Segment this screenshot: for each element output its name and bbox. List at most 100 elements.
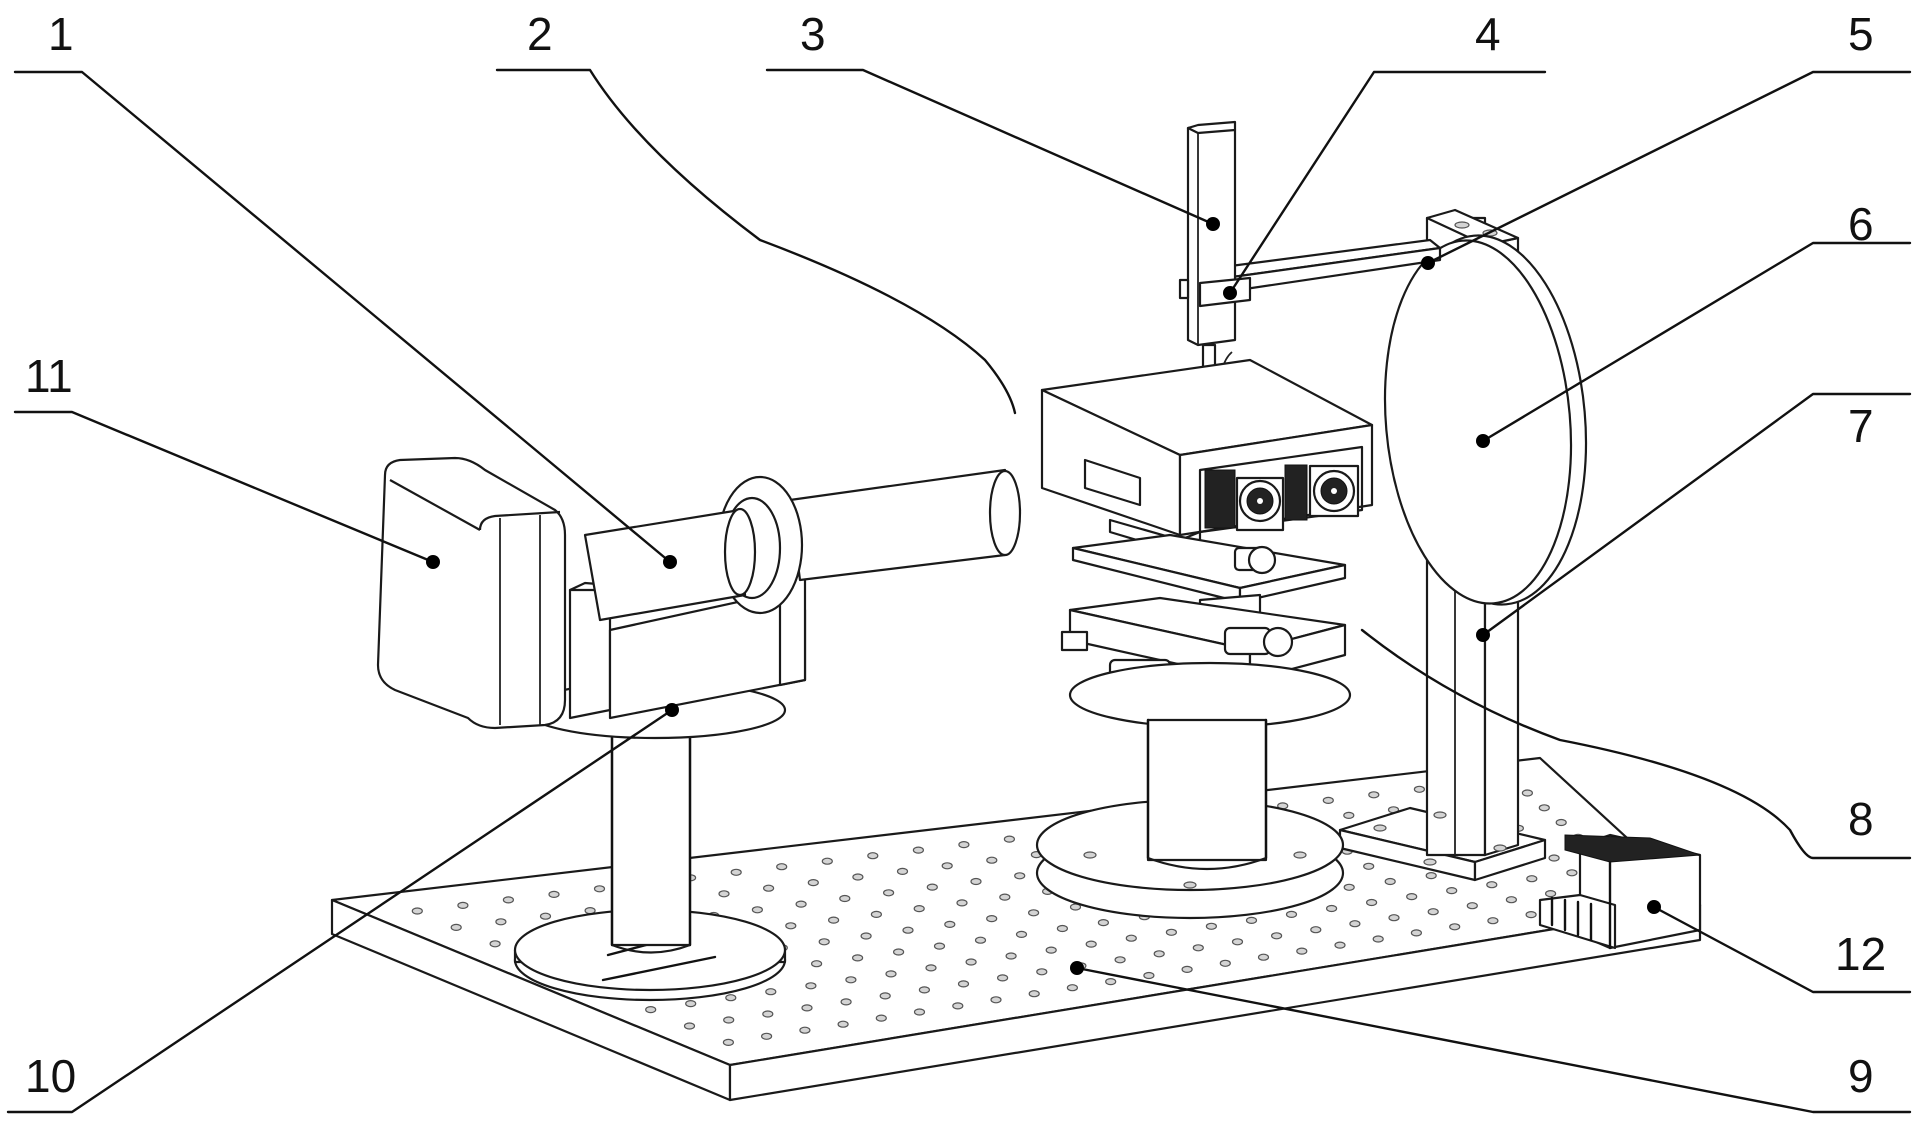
breadboard-hole (1085, 940, 1097, 948)
breadboard-hole (1296, 947, 1308, 955)
breadboard-hole (885, 970, 897, 978)
breadboard-hole (1143, 971, 1155, 980)
breadboard-hole (1056, 924, 1069, 933)
leader-dot-1 (663, 555, 677, 569)
left-pillar (513, 703, 787, 1002)
leader-10 (6, 708, 674, 1114)
light-source-body (376, 456, 567, 730)
leader-3 (765, 68, 1215, 226)
breadboard-hole (1521, 789, 1534, 797)
breadboard-hole (1192, 944, 1204, 952)
breadboard-hole (685, 999, 697, 1008)
breadboard-hole (1181, 965, 1193, 974)
breadboard-hole (722, 1038, 735, 1047)
breadboard-hole (965, 958, 977, 966)
breadboard-hole (986, 856, 998, 864)
breadboard-hole (1003, 835, 1016, 843)
controller-box (1538, 833, 1702, 950)
leader-9 (1075, 966, 1912, 1114)
breadboard-hole (1368, 791, 1380, 799)
callout-label-1: 1 (48, 8, 74, 60)
breadboard-hole (683, 1022, 696, 1030)
breadboard-hole (762, 884, 775, 892)
xyz-translation-stage (1060, 533, 1352, 729)
breadboard-hole (645, 1005, 657, 1014)
breadboard-hole (1555, 818, 1567, 827)
breadboard-hole (970, 877, 982, 886)
breadboard-hole (502, 896, 514, 904)
leader-dot-6 (1476, 434, 1490, 448)
breadboard-hole (882, 889, 895, 897)
leader-dot-4 (1223, 286, 1237, 300)
breadboard-hole (457, 901, 469, 910)
callout-label-5: 5 (1848, 8, 1874, 60)
breadboard-hole (839, 894, 851, 903)
breadboard-hole (913, 904, 925, 913)
breadboard-hole (495, 918, 507, 926)
breadboard-hole (1285, 910, 1298, 919)
breadboard-hole (879, 992, 891, 1000)
breadboard-hole (1343, 883, 1355, 891)
leader-6 (1481, 241, 1912, 443)
callout-label-11: 11 (25, 350, 73, 402)
breadboard-hole (941, 862, 953, 870)
breadboard-hole (807, 878, 819, 887)
leader-2 (495, 68, 1017, 415)
breadboard-hole (1487, 917, 1499, 925)
leader-5 (1426, 70, 1912, 265)
breadboard-hole (1548, 854, 1560, 862)
breadboard-hole (1446, 886, 1458, 895)
breadboard-hole (1097, 918, 1110, 927)
breadboard-hole (996, 974, 1009, 982)
breadboard-hole (818, 938, 830, 946)
callout-label-8: 8 (1848, 793, 1874, 845)
breadboard-hole (1005, 952, 1017, 960)
breadboard-hole (801, 1004, 813, 1012)
micrometer-knob (1262, 626, 1294, 658)
callout-label-7: 7 (1848, 400, 1874, 452)
breadboard-hole (952, 1002, 964, 1010)
breadboard-hole (1384, 877, 1396, 886)
breadboard-hole (1544, 889, 1557, 898)
callout-label-4: 4 (1475, 8, 1501, 60)
callout-label-9: 9 (1848, 1050, 1874, 1102)
breadboard-hole (860, 932, 872, 940)
breadboard-hole (1343, 811, 1355, 820)
leader-dot-3 (1206, 217, 1220, 231)
breadboard-hole (1125, 934, 1137, 942)
breadboard-hole (1310, 926, 1322, 934)
breadboard-hole (1114, 956, 1126, 964)
callout-label-10: 10 (25, 1050, 76, 1102)
breadboard-hole (1526, 875, 1538, 883)
breadboard-hole (1270, 932, 1283, 940)
callout-label-3: 3 (800, 8, 826, 60)
breadboard-hole (1410, 929, 1423, 937)
breadboard-hole (1205, 922, 1218, 930)
breadboard-hole (1014, 872, 1026, 880)
tube-rear-end (988, 469, 1022, 557)
breadboard-hole (489, 940, 501, 948)
breadboard-hole (450, 923, 462, 932)
breadboard-hole (1406, 892, 1418, 901)
sensor-body (1186, 123, 1237, 347)
callout-label-2: 2 (527, 8, 553, 60)
breadboard-hole (990, 996, 1002, 1004)
breadboard-hole (593, 885, 606, 893)
rotation-base (1068, 661, 1352, 729)
breadboard-hole (1322, 796, 1334, 805)
breadboard-hole (1525, 910, 1537, 919)
breadboard-hole (958, 840, 970, 849)
breadboard-hole (1036, 968, 1048, 976)
leader-dot-7 (1476, 628, 1490, 642)
breadboard-hole (956, 899, 968, 907)
callout-label-6: 6 (1848, 198, 1874, 250)
sensor-top (1186, 120, 1237, 135)
sensor-clamp (1178, 276, 1252, 308)
post-base-side (1473, 838, 1547, 882)
breadboard-hole (723, 1016, 735, 1024)
breadboard-hole (1425, 871, 1437, 880)
breadboard-hole (902, 926, 914, 934)
breadboard-hole (1466, 902, 1478, 910)
breadboard-hole (785, 922, 797, 930)
